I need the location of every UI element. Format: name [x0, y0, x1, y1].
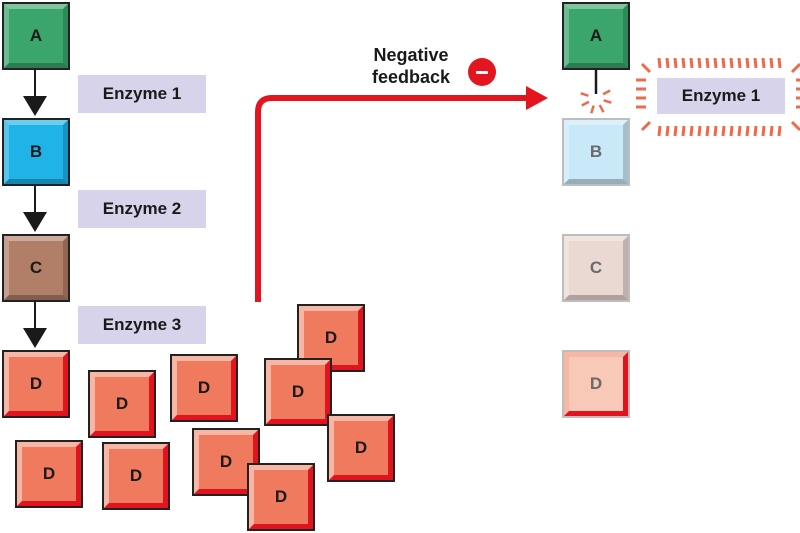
accumulated-d: D: [88, 370, 156, 438]
inhibited-product-d: D: [562, 350, 630, 418]
burst-ray: [581, 100, 590, 107]
burst-ray: [673, 125, 678, 137]
burst-ray: [737, 125, 742, 137]
burst-ray: [598, 104, 605, 113]
substrate-b-label: B: [29, 142, 43, 161]
burst-ray: [681, 57, 686, 69]
burst-ray: [590, 105, 595, 114]
burst-ray: [689, 57, 694, 69]
burst-ray: [729, 125, 734, 137]
burst-ray: [721, 57, 726, 69]
product-d-label: D: [29, 374, 43, 393]
accumulated-d: D: [15, 440, 83, 508]
burst-ray: [761, 125, 766, 137]
burst-ray: [657, 57, 662, 69]
inhibited-enzyme-1-label: Enzyme 1: [657, 78, 785, 114]
enzyme-1-label: Enzyme 1: [78, 75, 206, 113]
substrate-c-label: C: [29, 258, 43, 277]
accumulated-d: D: [170, 354, 238, 422]
burst-ray: [640, 62, 652, 74]
feedback-label-line1: Negative: [373, 45, 449, 65]
burst-ray: [777, 125, 782, 137]
accumulated-d: D: [102, 442, 170, 510]
burst-ray: [713, 125, 718, 137]
burst-ray: [721, 125, 726, 137]
burst-ray: [705, 57, 710, 69]
burst-ray: [713, 57, 718, 69]
burst-ray: [753, 125, 758, 137]
burst-ray: [697, 125, 702, 137]
burst-ray: [745, 125, 750, 137]
negative-feedback-arrowhead: [526, 86, 548, 110]
burst-ray: [697, 57, 702, 69]
product-d: D: [2, 350, 70, 418]
burst-ray: [640, 120, 652, 132]
accumulated-d: D: [327, 414, 395, 482]
burst-ray: [665, 125, 670, 137]
inhibition-burst-icon: [580, 89, 612, 114]
substrate-b: B: [2, 118, 70, 186]
burst-ray: [681, 125, 686, 137]
inhibited-substrate-a: A: [562, 2, 630, 70]
burst-ray: [790, 120, 800, 132]
burst-ray: [705, 125, 710, 137]
substrate-a-label: A: [29, 26, 43, 45]
substrate-a: A: [2, 2, 70, 70]
burst-ray: [769, 125, 774, 137]
burst-ray: [657, 125, 662, 137]
burst-ray: [580, 92, 589, 97]
minus-sign-icon: [468, 58, 496, 86]
substrate-c: C: [2, 234, 70, 302]
burst-ray: [745, 57, 750, 69]
accumulated-d: D: [247, 463, 315, 531]
enzyme-inhibition-burst-icon: [636, 57, 800, 137]
negative-feedback-arrow: [255, 95, 528, 302]
accumulated-d: D: [264, 358, 332, 426]
burst-ray: [689, 125, 694, 137]
burst-ray: [737, 57, 742, 69]
burst-ray: [665, 57, 670, 69]
inhibited-substrate-c: C: [562, 234, 630, 302]
inhibited-substrate-b: B: [562, 118, 630, 186]
negative-feedback-label: Negative feedback: [356, 44, 466, 88]
burst-ray: [761, 57, 766, 69]
burst-ray: [753, 57, 758, 69]
enzyme-2-label: Enzyme 2: [78, 190, 206, 228]
burst-ray: [777, 57, 782, 69]
enzyme-3-label: Enzyme 3: [78, 306, 206, 344]
burst-ray: [769, 57, 774, 69]
burst-ray: [729, 57, 734, 69]
burst-ray: [673, 57, 678, 69]
burst-ray: [602, 89, 611, 96]
burst-ray: [790, 62, 800, 74]
burst-ray: [603, 99, 612, 104]
feedback-label-line2: feedback: [371, 67, 451, 87]
